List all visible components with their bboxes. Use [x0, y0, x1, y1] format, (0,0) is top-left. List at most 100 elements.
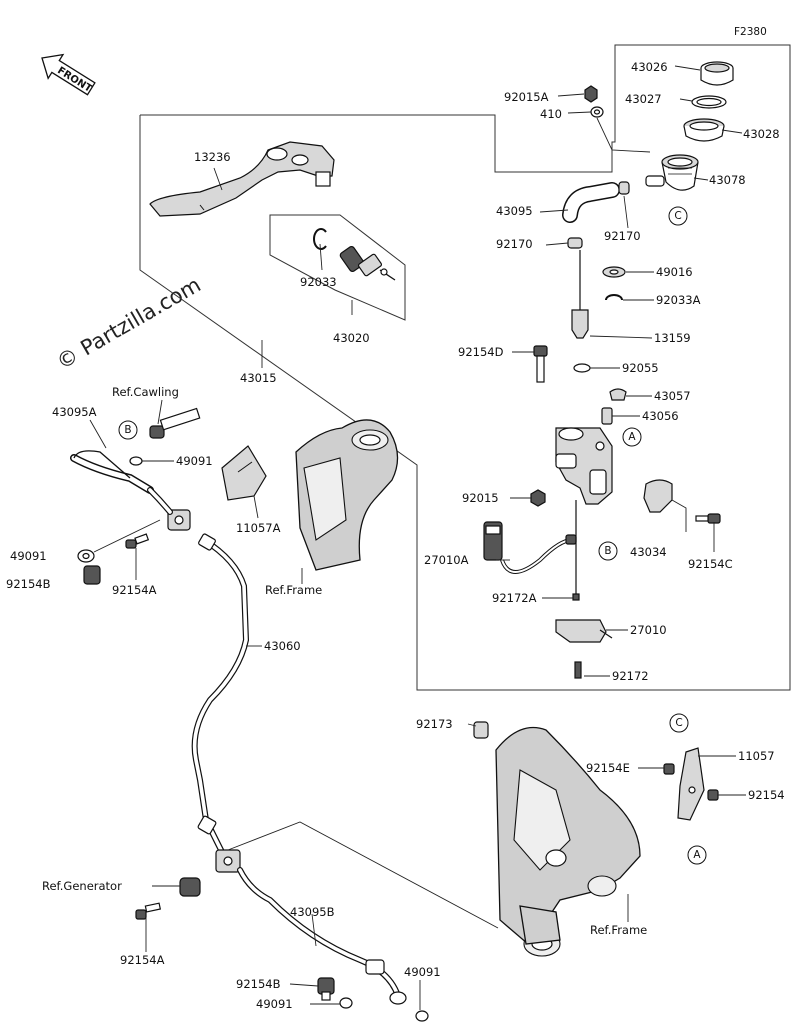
reservoir-cap: [700, 61, 734, 86]
marker-c-upper: C: [668, 206, 688, 226]
label-92172A: 92172A: [492, 591, 537, 605]
bolt-92154-right: [707, 789, 719, 801]
bracket-11057: [677, 747, 705, 821]
reservoir-tank: [645, 154, 699, 191]
label-92172: 92172: [612, 669, 649, 683]
washer-49091-left: [77, 549, 95, 563]
label-92173: 92173: [416, 717, 453, 731]
switch-27010: [555, 619, 613, 643]
label-ref-frame-lower: Ref.Frame: [590, 923, 647, 937]
svg-text:A: A: [693, 849, 701, 861]
svg-text:A: A: [628, 431, 636, 443]
fitting-13159: [571, 250, 589, 339]
ref-frame-upper: [295, 419, 399, 571]
clutch-hose: [147, 487, 250, 863]
screw-92172A: [572, 500, 580, 601]
ref-frame-lower: [495, 726, 641, 957]
label-43056: 43056: [642, 409, 679, 423]
nut-92015: [530, 489, 546, 507]
label-27010: 27010: [630, 623, 667, 637]
marker-b-upper: B: [598, 541, 618, 561]
reservoir-hose: [562, 182, 620, 223]
label-92015: 92015: [462, 491, 499, 505]
label-43095: 43095: [496, 204, 533, 218]
label-43057: 43057: [654, 389, 691, 403]
label-92170-a: 92170: [604, 229, 641, 243]
clutch-lever: [149, 141, 335, 217]
label-92170-b: 92170: [496, 237, 533, 251]
bolt-92154B-lower: [317, 977, 335, 1001]
label-43027: 43027: [625, 92, 662, 106]
svg-text:B: B: [604, 545, 611, 557]
bleeder-43056: [601, 407, 613, 425]
circlip-92033A: [605, 294, 623, 301]
washer-49016: [602, 266, 626, 278]
label-49091-lower-right: 49091: [404, 965, 441, 979]
screw-92172: [574, 661, 582, 679]
label-49091-upper: 49091: [176, 454, 213, 468]
label-43020: 43020: [333, 331, 370, 345]
bolt-cawling: [149, 407, 201, 439]
label-ref-frame-upper: Ref.Frame: [265, 583, 322, 597]
o-ring-92055: [573, 363, 591, 373]
piston-kit: [339, 245, 396, 281]
master-cylinder: [555, 427, 613, 505]
assembly-outline-43015: [139, 44, 791, 691]
bracket-11057A: [221, 445, 267, 501]
label-49091-left: 49091: [10, 549, 47, 563]
marker-a-upper: A: [622, 427, 642, 447]
reservoir-plate: [691, 95, 727, 109]
marker-a-lower: A: [687, 845, 707, 865]
washer-49091-lower-a: [339, 997, 353, 1009]
label-410: 410: [540, 107, 562, 121]
label-11057: 11057: [738, 749, 775, 763]
front-arrow-icon: FRONT: [41, 53, 96, 96]
bolt-92154A-left: [125, 533, 150, 549]
washer-410: [590, 106, 604, 118]
label-ref-cawling: Ref.Cawling: [112, 385, 179, 399]
label-43095A: 43095A: [52, 405, 97, 419]
label-ref-generator: Ref.Generator: [42, 879, 122, 893]
label-43060: 43060: [264, 639, 301, 653]
label-43034: 43034: [630, 545, 667, 559]
label-92033A: 92033A: [656, 293, 701, 307]
leader-lines: [84, 65, 746, 1010]
label-92154A-lower: 92154A: [120, 953, 165, 967]
svg-text:B: B: [124, 424, 131, 436]
cap-43057: [609, 388, 627, 401]
hose-clip-upper: [618, 181, 630, 195]
label-27010A: 27010A: [424, 553, 469, 567]
circlip-92033: [313, 228, 327, 250]
hose-clip-lower: [567, 237, 583, 249]
nut-92015A: [584, 85, 598, 103]
diagram-code: F2380: [734, 26, 767, 38]
clutch-switch-27010A: [483, 521, 577, 574]
label-11057A: 11057A: [236, 521, 281, 535]
label-92154B-lower: 92154B: [236, 977, 281, 991]
clip-92173: [473, 721, 489, 739]
banjo-block: [167, 509, 191, 531]
lower-banjo-block: [215, 849, 241, 873]
clamp-43034: [643, 479, 673, 513]
watermark: © Partzilla.com: [53, 273, 205, 375]
marker-b-left: B: [118, 420, 138, 440]
label-49091-lower-left: 49091: [256, 997, 293, 1011]
label-92154-right: 92154: [748, 788, 785, 802]
label-13159: 13159: [654, 331, 691, 345]
label-43028: 43028: [743, 127, 780, 141]
hose-43095A: [70, 450, 154, 494]
label-43026: 43026: [631, 60, 668, 74]
label-92154B-left: 92154B: [6, 577, 51, 591]
label-43015: 43015: [240, 371, 277, 385]
label-92033: 92033: [300, 275, 337, 289]
svg-text:C: C: [675, 717, 682, 729]
bolt-92154B-left: [83, 565, 101, 585]
label-92154A-left: 92154A: [112, 583, 157, 597]
label-13236: 13236: [194, 150, 231, 164]
washer-49091-lower-b: [389, 991, 429, 1022]
washer-49091-upper: [129, 456, 143, 466]
label-92055: 92055: [622, 361, 659, 375]
marker-c-lower: C: [669, 713, 689, 733]
label-49016: 49016: [656, 265, 693, 279]
